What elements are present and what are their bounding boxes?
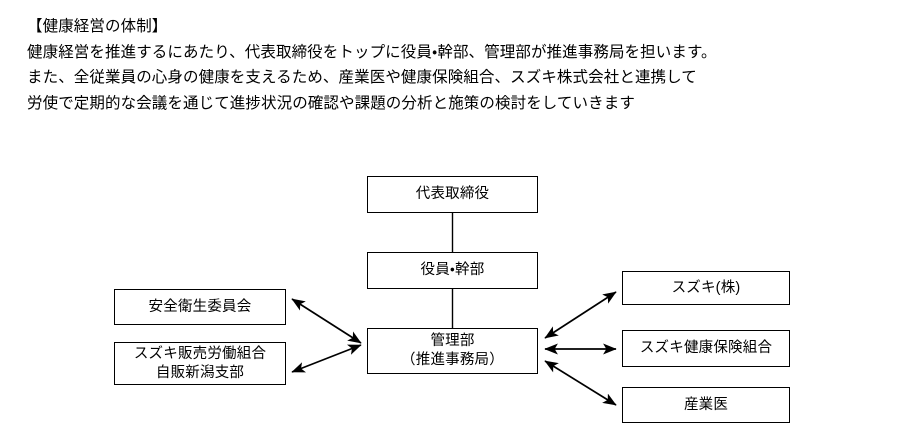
connector-safety-to-admin xyxy=(291,298,362,344)
node-ceo-label: 代表取締役 xyxy=(415,186,490,202)
node-suzuki-corp[interactable]: スズキ(株) xyxy=(622,271,790,305)
node-safety-health-committee[interactable]: 安全衛生委員会 xyxy=(114,289,286,325)
node-occupational-physician-label: 産業医 xyxy=(683,396,729,413)
connector-union-to-admin xyxy=(291,344,362,373)
node-ceo[interactable]: 代表取締役 xyxy=(367,176,538,213)
node-admin-department[interactable]: 管理部 （推進事務局） xyxy=(367,328,538,374)
node-labor-union-label-line1: スズキ販売労働組合 xyxy=(133,345,267,362)
node-suzuki-health-insurance-union-label: スズキ健康保険組合 xyxy=(639,340,773,356)
node-labor-union-label-line2: 自販新潟支部 xyxy=(155,364,245,381)
connector-admin-to-doctor xyxy=(544,360,617,406)
node-suzuki-corp-label: スズキ(株) xyxy=(671,279,741,296)
node-suzuki-health-insurance-union[interactable]: スズキ健康保険組合 xyxy=(622,330,790,367)
node-admin-department-label-line1: 管理部 xyxy=(430,333,475,349)
intro-text-block: 【健康経営の体制】 健康経営を推進するにあたり、代表取締役をトップに役員・幹部、… xyxy=(27,14,872,116)
node-executives-label: 役員・幹部 xyxy=(420,262,485,278)
connector-admin-to-suzuki xyxy=(544,291,617,339)
node-safety-health-committee-label: 安全衛生委員会 xyxy=(148,298,252,315)
node-occupational-physician[interactable]: 産業医 xyxy=(622,387,790,423)
node-labor-union[interactable]: スズキ販売労働組合 自販新潟支部 xyxy=(114,342,286,385)
intro-line-2: また、全従業員の心身の健康を支えるため、産業医や健康保険組合、スズキ株式会社と連… xyxy=(27,69,697,86)
node-executives[interactable]: 役員・幹部 xyxy=(367,252,538,289)
intro-line-3: 労使で定期的な会議を通じて進捗状況の確認や課題の分析と施策の検討をしていきます xyxy=(27,94,635,112)
node-admin-department-label-line2: （推進事務局） xyxy=(401,352,504,368)
intro-line-1: 健康経営を推進するにあたり、代表取締役をトップに役員・幹部、管理部が推進事務局を… xyxy=(27,43,717,61)
intro-heading: 【健康経営の体制】 xyxy=(27,18,168,35)
